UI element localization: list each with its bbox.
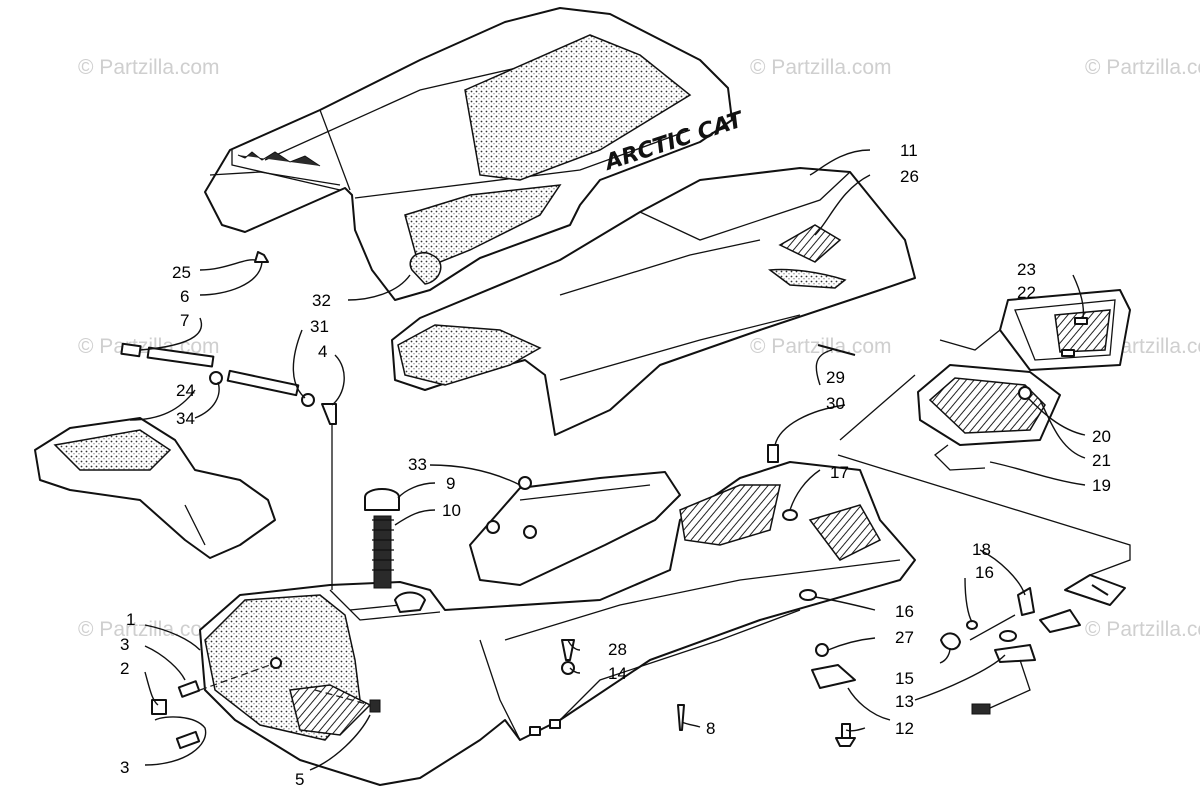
callout-15: 15	[895, 669, 914, 688]
callout-30: 30	[826, 394, 845, 413]
seat-bracket	[469, 471, 681, 586]
fuel-cap-assembly	[364, 488, 400, 589]
callout-13: 13	[895, 692, 914, 711]
rear-cover	[34, 417, 276, 559]
seat-lower	[391, 167, 916, 436]
callout-10: 10	[442, 501, 461, 520]
callout-2: 2	[120, 659, 129, 678]
callout-17: 17	[830, 463, 849, 482]
watermark-text: © Partzilla.com	[1085, 56, 1200, 79]
callout-21: 21	[1092, 451, 1111, 470]
watermark-text: © Partzilla.com	[1085, 618, 1200, 641]
callout-12: 12	[895, 719, 914, 738]
callout-1: 1	[126, 610, 135, 629]
callout-20: 20	[1092, 427, 1111, 446]
callout-26: 26	[900, 167, 919, 186]
callout-29: 29	[826, 368, 845, 387]
callout-33: 33	[408, 455, 427, 474]
callout-28: 28	[608, 640, 627, 659]
callout-23: 23	[1017, 260, 1036, 279]
callout-32: 32	[312, 291, 331, 310]
watermark-text: © Partzilla.com	[78, 618, 220, 641]
left-fasteners	[151, 657, 381, 750]
callout-25: 25	[172, 263, 191, 282]
callout-leaders	[129, 149, 1086, 771]
watermark-text: © Partzilla.com	[750, 56, 892, 79]
callout-3: 3	[120, 758, 129, 777]
callout-34: 34	[176, 409, 195, 428]
seat-hardware	[254, 251, 856, 463]
callout-3: 3	[120, 635, 129, 654]
callout-14: 14	[608, 664, 627, 683]
callout-18: 18	[972, 540, 991, 559]
callout-16: 16	[975, 563, 994, 582]
callout-4: 4	[318, 342, 327, 361]
callout-11: 11	[900, 141, 918, 160]
callout-5: 5	[295, 770, 304, 789]
callout-6: 6	[180, 287, 189, 306]
callout-8: 8	[706, 719, 715, 738]
watermark-text: © Partzilla.com	[78, 56, 220, 79]
right-hardware	[561, 509, 1126, 747]
callout-7: 7	[180, 311, 189, 330]
callout-27: 27	[895, 628, 914, 647]
callout-9: 9	[446, 474, 455, 493]
callout-24: 24	[176, 381, 195, 400]
callout-19: 19	[1092, 476, 1111, 495]
fuel-lines	[120, 342, 337, 590]
callout-16: 16	[895, 602, 914, 621]
seat-upper: ARCTIC CAT	[204, 7, 748, 301]
callout-22: 22	[1017, 283, 1036, 302]
callout-labels: 1 2 3 3 4 5 6 7 8 9 10 11 12 13 14 15 16…	[120, 141, 1111, 789]
callout-31: 31	[310, 317, 329, 336]
